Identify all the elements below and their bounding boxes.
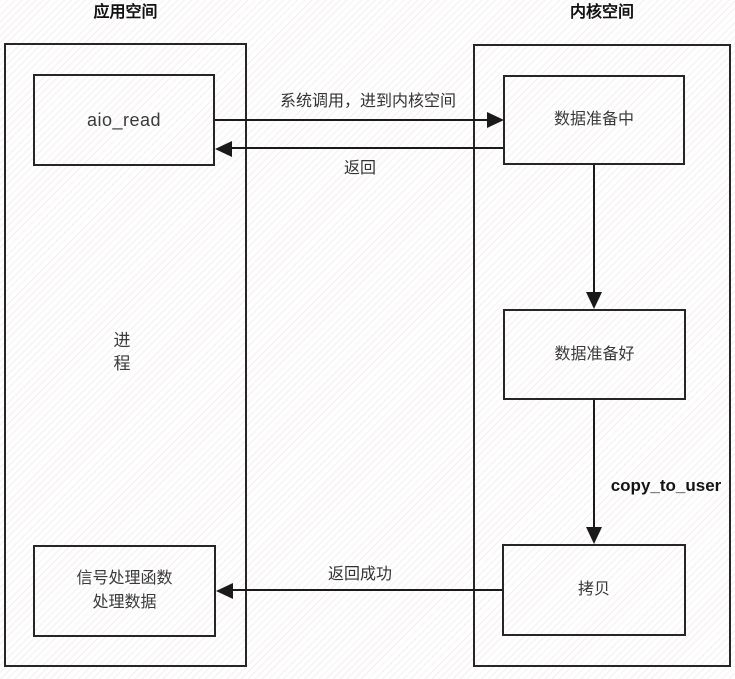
return-arrowhead (215, 141, 232, 157)
return-success-arrowhead (216, 583, 233, 599)
return-success-arrow-line (231, 589, 502, 591)
preparing-to-ready-arrowhead (586, 292, 602, 309)
preparing-to-ready-line (593, 165, 595, 295)
kernel-space-title: 内核空间 (569, 4, 634, 21)
ready-to-copy-line (593, 400, 595, 530)
node-aio-read: aio_read (33, 74, 215, 166)
copy-to-user-label: copy_to_user (610, 476, 722, 495)
syscall-arrowhead (487, 112, 504, 128)
node-signal-handler: 信号处理函数 处理数据 (33, 545, 216, 637)
node-data-preparing: 数据准备中 (503, 75, 685, 165)
syscall-label: 系统调用，进到内核空间 (279, 93, 456, 110)
process-label: 进程 (113, 331, 131, 373)
ready-to-copy-arrowhead (586, 527, 602, 544)
kernel-space-container (473, 44, 731, 667)
node-copy: 拷贝 (502, 544, 686, 636)
return-success-label: 返回成功 (327, 566, 392, 583)
app-space-title: 应用空间 (93, 4, 158, 21)
return-label: 返回 (343, 160, 376, 177)
node-data-ready: 数据准备好 (503, 309, 686, 400)
return-arrow-line (230, 147, 503, 149)
syscall-arrow-line (215, 119, 489, 121)
app-space-container (4, 43, 247, 667)
